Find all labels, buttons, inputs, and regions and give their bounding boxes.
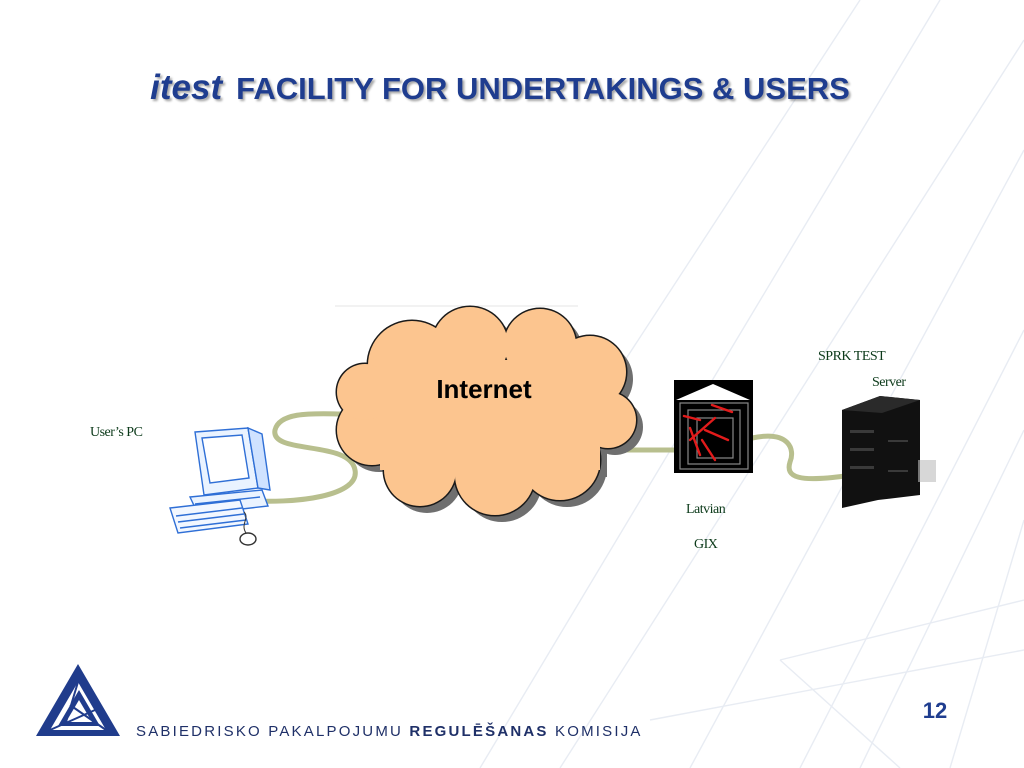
computer-icon: [169, 426, 271, 546]
latvian-label: Latvian: [686, 502, 726, 517]
title-text: FACILITY FOR UNDERTAKINGS & USERS: [236, 71, 850, 106]
internet-cloud: [337, 307, 636, 515]
org-name-part1: SABIEDRISKO PAKALPOJUMU: [136, 723, 404, 740]
users-pc-label: User’s PC: [90, 425, 143, 440]
organization-name: SABIEDRISKO PAKALPOJUMU REGULĒŠANAS KOMI…: [136, 723, 643, 740]
gix-router-icon: [674, 380, 753, 473]
cable-pc-to-cloud: [235, 411, 358, 504]
sprk-test-label: SPRK TEST: [818, 349, 886, 364]
slide-title: itest FACILITY FOR UNDERTAKINGS & USERS: [60, 68, 940, 109]
src-triangle-logo: [36, 664, 120, 736]
server-icon: [842, 396, 936, 508]
org-name-part2: KOMISIJA: [555, 723, 643, 740]
internet-label: Internet: [436, 374, 532, 404]
title-brand: itest: [150, 68, 223, 107]
gix-label: GIX: [694, 537, 718, 552]
org-name-bold: REGULĒŠANAS: [409, 723, 549, 740]
server-label: Server: [872, 375, 906, 390]
page-number: 12: [922, 698, 948, 723]
cable-gix-to-server: [749, 433, 848, 482]
